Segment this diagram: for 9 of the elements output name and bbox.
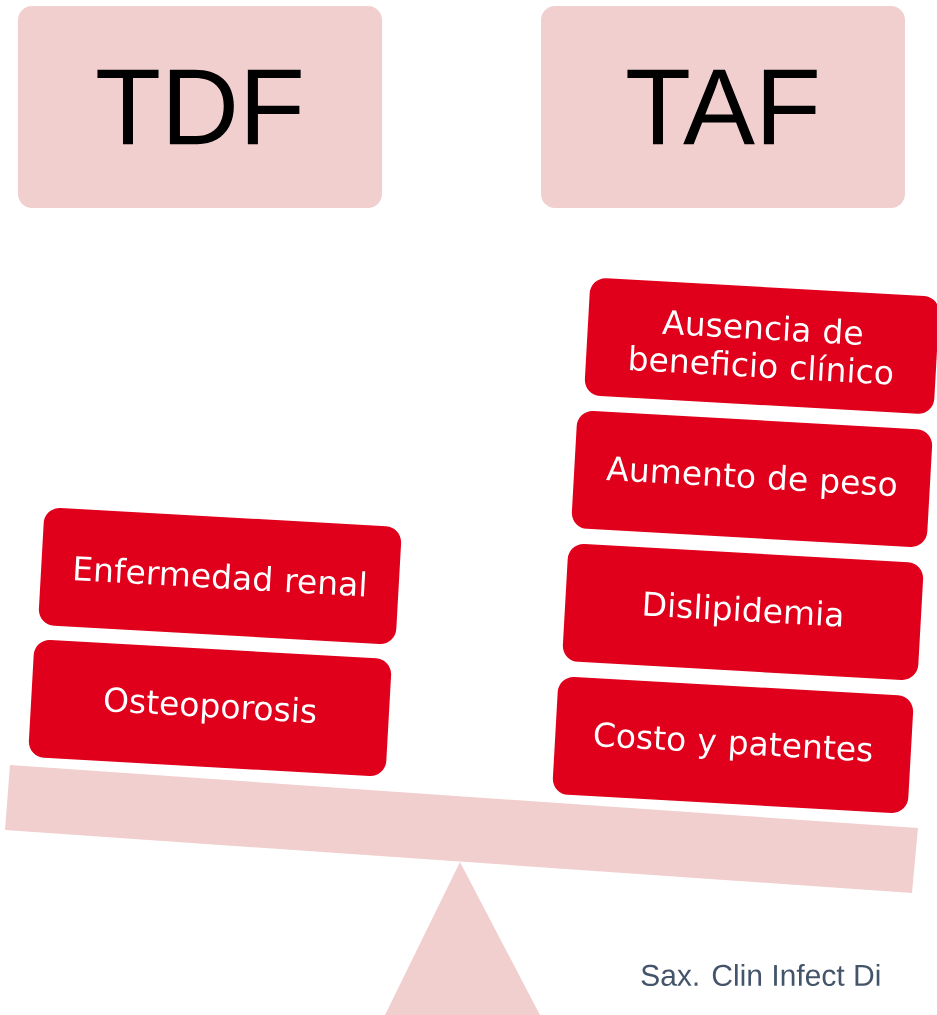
- factor-box: Ausencia de beneficio clínico: [584, 278, 937, 414]
- factor-box: Costo y patentes: [552, 677, 914, 813]
- factor-box: Dislipidemia: [562, 544, 924, 680]
- heading-box: TAF: [541, 6, 905, 208]
- factor-box: Enfermedad renal: [38, 508, 402, 644]
- factor-box: Osteoporosis: [28, 640, 392, 776]
- heading-box: TDF: [18, 6, 382, 208]
- factor-box: Aumento de peso: [571, 411, 933, 547]
- citation-text: Sax. Clin Infect Di: [641, 964, 880, 987]
